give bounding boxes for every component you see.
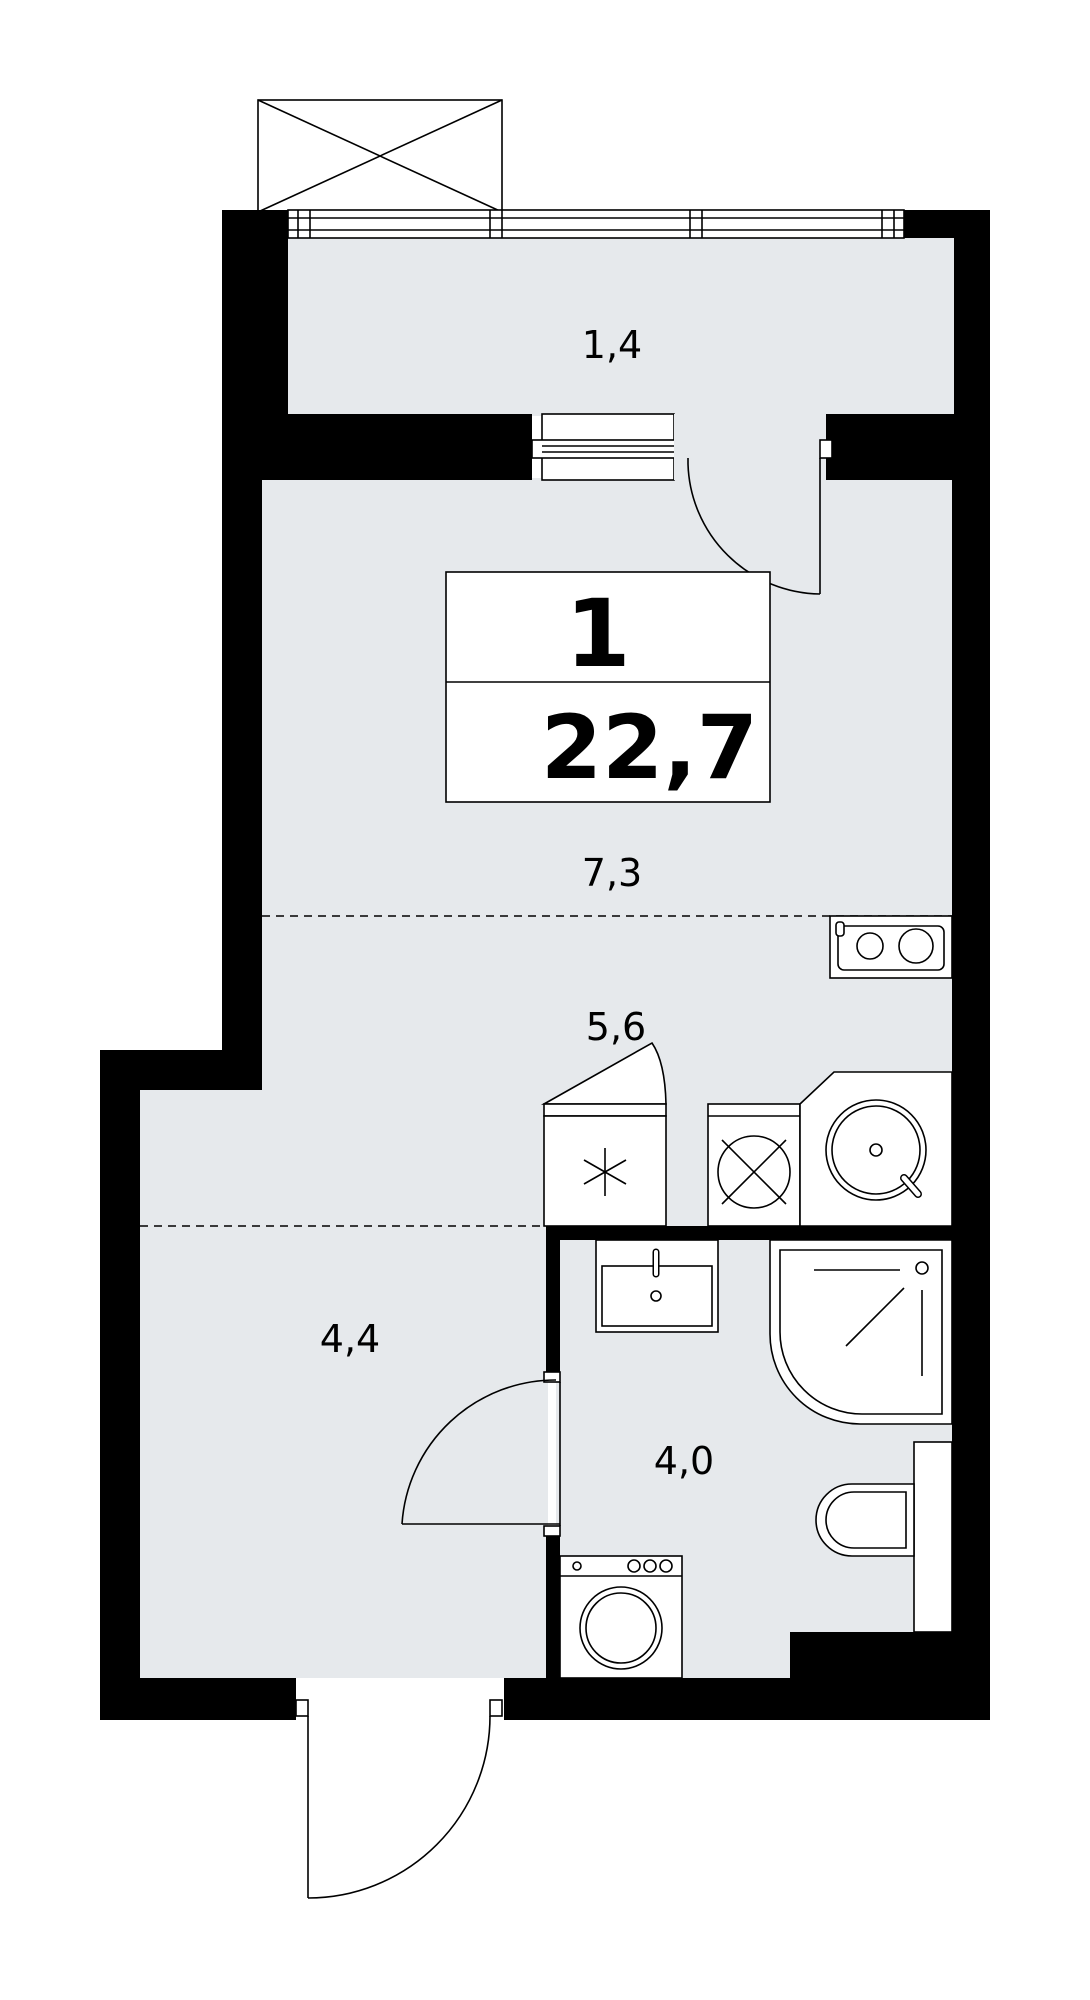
area-label-living: 7,3 (582, 851, 642, 895)
shower-icon (769, 1239, 953, 1425)
area-label-kitchen: 5,6 (586, 1005, 646, 1049)
fridge-snowflake-icon (540, 1041, 667, 1227)
area-label-hallway: 4,4 (320, 1317, 380, 1361)
balcony-door (531, 413, 833, 595)
balcony-cross-box-icon (257, 99, 503, 213)
area-label-bathroom: 4,0 (654, 1439, 714, 1483)
bathroom-door (401, 1371, 561, 1537)
apartment-info-box: 1 22,7 (445, 571, 771, 803)
cooktop-icon (829, 915, 953, 979)
round-sink-icon (799, 1071, 953, 1227)
total-area: 22,7 (541, 696, 758, 799)
rooms-count: 1 (565, 580, 630, 689)
balcony-window (287, 209, 905, 239)
toilet-icon (815, 1441, 953, 1633)
washbasin-icon (595, 1239, 719, 1333)
area-label-balcony: 1,4 (582, 323, 642, 367)
walls (100, 210, 990, 1720)
appliance-cross-icon (707, 1103, 801, 1227)
washer-icon (559, 1555, 683, 1679)
entrance-door (295, 1699, 503, 1899)
